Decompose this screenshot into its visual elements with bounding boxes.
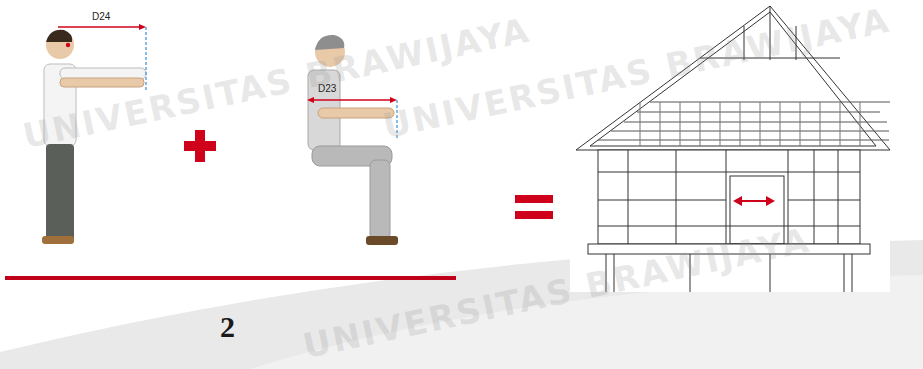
equals-sign [515,195,553,219]
plus-sign [184,130,216,162]
width-arrow [733,196,775,206]
divisor-number: 2 [220,312,235,342]
dimension-label: D24 [92,12,110,22]
fraction-bar [5,276,456,280]
